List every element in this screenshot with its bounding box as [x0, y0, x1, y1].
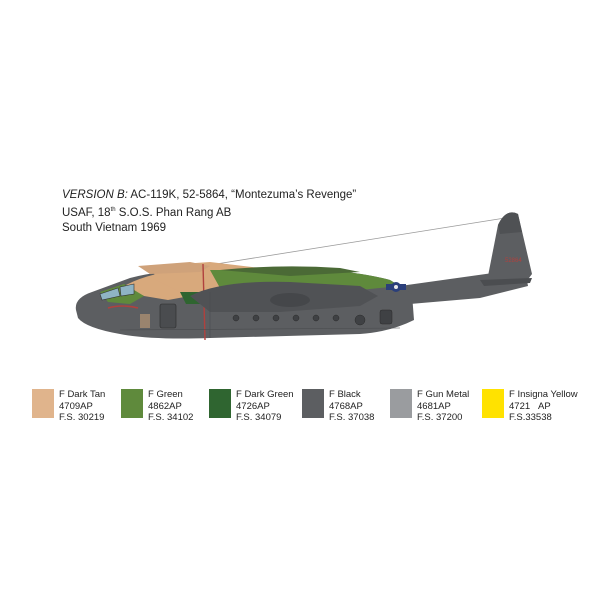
caption-unit-ordinal: th — [110, 207, 116, 213]
paint-color-legend: F Dark Tan 4709AP F.S. 30219 F Green 486… — [32, 389, 592, 429]
color-name: F Black — [329, 389, 361, 400]
swatch-dark-tan — [32, 389, 54, 418]
ac-119k-gunship-side-profile-icon: 52864 — [75, 212, 532, 341]
caption-location: South Vietnam 1969 — [62, 222, 167, 234]
legend-text: F Black 4768AP F.S. 37038 — [329, 389, 374, 424]
legend-text: F Green 4862AP F.S. 34102 — [148, 389, 193, 424]
caption-unit-prefix: USAF, 18 — [62, 207, 111, 219]
color-code: 4768AP — [329, 400, 363, 412]
caption-version-label: VERSION B: — [62, 189, 128, 201]
color-name: F Dark Green — [236, 389, 294, 400]
profile-caption: VERSION B: AC-119K, 52-5864, “Montezuma’… — [62, 188, 356, 236]
color-name: F Green — [148, 389, 183, 400]
fs-code: F.S. 37038 — [329, 412, 375, 423]
fs-code: F.S. 34102 — [148, 412, 194, 423]
caption-unit-rest: S.O.S. Phan Rang AB — [115, 207, 232, 219]
usaf-insignia-icon — [386, 282, 406, 292]
nose-art — [107, 305, 139, 309]
tail-tip — [498, 212, 522, 234]
color-code: 4862AP — [148, 400, 182, 412]
color-code: 4721 AP — [509, 400, 551, 412]
panel-line — [119, 327, 401, 331]
wing-root — [220, 266, 360, 276]
swatch-black — [302, 389, 324, 418]
swatch-insigna-yellow — [482, 389, 504, 418]
engine-cowling — [270, 293, 310, 307]
fs-code: F.S.33538 — [509, 412, 552, 423]
caption-aircraft-id: AC-119K, 52-5864, “Montezuma’s Revenge” — [127, 189, 357, 201]
color-code: 4681AP — [417, 400, 451, 412]
legend-text: F Dark Tan 4709AP F.S. 30219 — [59, 389, 105, 424]
cockpit-window-2 — [119, 283, 135, 297]
antenna-wire — [209, 217, 506, 266]
caption-unit-line: USAF, 18th S.O.S. Phan Rang AB — [62, 203, 356, 221]
color-name: F Dark Tan — [59, 389, 106, 400]
color-code: 4726AP — [236, 400, 270, 412]
color-name: F Gun Metal — [417, 389, 470, 400]
swatch-dark-green — [209, 389, 231, 418]
tail-code-marking: 52864 — [505, 258, 522, 264]
color-name: F Insigna Yellow — [509, 389, 578, 400]
color-code: 4709AP — [59, 400, 93, 412]
legend-text: F Insigna Yellow 4721 AP F.S.33538 — [509, 389, 578, 424]
fs-code: F.S. 34079 — [236, 412, 282, 423]
fs-code: F.S. 37200 — [417, 412, 463, 423]
nose-tan-detail — [140, 314, 150, 328]
canopy-top — [138, 262, 210, 274]
legend-text: F Dark Green 4726AP F.S. 34079 — [236, 389, 294, 424]
swatch-green — [121, 389, 143, 418]
legend-text: F Gun Metal 4681AP F.S. 37200 — [417, 389, 469, 424]
cockpit-window — [99, 287, 121, 301]
caption-version-line: VERSION B: AC-119K, 52-5864, “Montezuma’… — [62, 188, 356, 203]
swatch-gun-metal — [390, 389, 412, 418]
fs-code: F.S. 30219 — [59, 412, 105, 423]
crew-door — [159, 303, 177, 329]
horizontal-stabilizer — [480, 278, 532, 286]
fuselage-portholes — [232, 309, 393, 326]
